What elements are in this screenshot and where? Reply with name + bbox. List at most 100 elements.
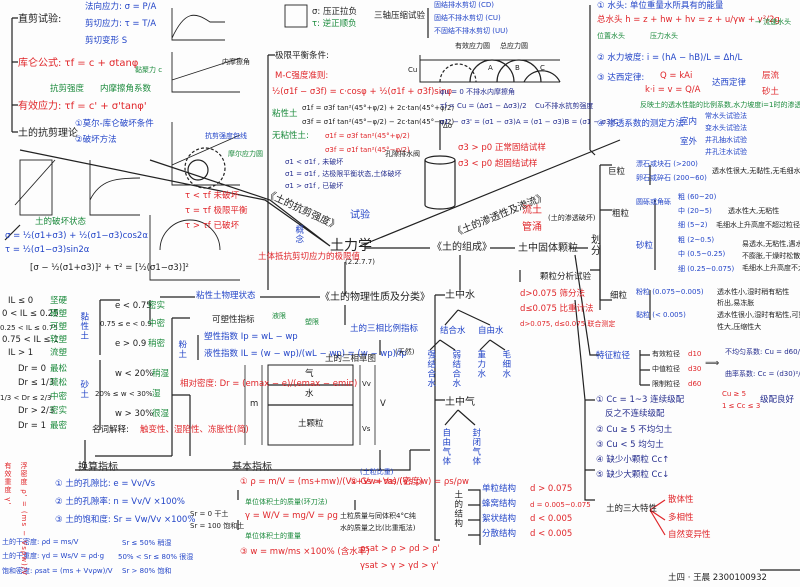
uniformity-coefficient: 不均匀系数: Cu = d60/d10 <box>725 348 800 356</box>
label-friction-coefficient: 内摩擦角系数 <box>100 84 152 94</box>
seepage-flow-soil: 流土 <box>522 205 542 216</box>
implies-arrow-icon: ⟹ <box>705 358 720 369</box>
plastic-limit-label: 塑限 <box>305 318 319 326</box>
giant-grain: 巨粒 <box>608 167 626 177</box>
central-code: (2.2.7.7) <box>345 258 375 266</box>
limit-equilibrium-label: 极限平衡条件: <box>275 51 329 61</box>
sr-very-wet: 50% < Sr ≤ 80% 很湿 <box>118 553 194 561</box>
coarse-grain: 粗粒 <box>612 209 630 219</box>
label-cohesion: 黏聚力 c <box>135 66 163 74</box>
free-air: 自由气体 <box>440 428 451 466</box>
limit-size-label: 限制粒径 <box>652 380 680 388</box>
structure-flocculent: 絮状结构 <box>482 514 517 524</box>
pressure-head: 压力水头 <box>650 32 678 40</box>
unit-weight-order: γsat > γ > γd > γ' <box>360 561 439 571</box>
sign-convention-sigma: σ: 压正拉负 <box>312 7 357 17</box>
phase-solid: 土颗粒 <box>298 419 324 429</box>
soil-air: 土中气 <box>445 397 475 408</box>
porosity: ② 土的孔隙率: n = Vv/V ×100% <box>55 497 185 507</box>
natural-note: (天然) <box>395 348 415 356</box>
topic-solid-particles: 土中固体颗粒 <box>518 243 578 254</box>
analysis-combined: d>0.075, d≤0.075 联合测定 <box>520 320 616 328</box>
cohesive-formula-2: σ3f = σ1f tan²(45°−φ/2) − 2c·tan(45°−φ/2… <box>302 118 455 126</box>
specific-gravity-desc-2: 水的质量之比(比重瓶法) <box>340 524 416 532</box>
condition-3: σ1 > σ1f , 已破坏 <box>285 182 344 190</box>
clay-desc-2: 性大,压缩性大 <box>717 323 762 331</box>
state-not-failed: τ < τf 未破坏 <box>185 191 239 201</box>
state-flow: 流塑 <box>50 348 68 358</box>
shear-definition: 土体抵抗剪切应力的极限值 <box>258 252 361 262</box>
characteristic-size: 特征粒径 <box>596 351 631 361</box>
shear-deformation: 剪切变形 S <box>85 36 128 46</box>
gravel: 圆砾或角砾 <box>636 198 671 206</box>
sand-desc-2: 不膨胀,干燥时松散 <box>742 252 800 260</box>
total-circle-label: 总应力圆 <box>500 42 528 50</box>
sand-grain: 砂粒 <box>636 241 654 251</box>
effective-stress-formula: 有效应力: τf = c' + σ'tanφ' <box>18 101 147 112</box>
circle-c: C <box>540 64 545 72</box>
basic-indices: 基本指标 <box>232 462 272 473</box>
sand-desc-3: 毛细水上升高度不大 <box>742 264 800 272</box>
grading-rule-1b: 反之不连续级配 <box>605 409 665 419</box>
method-constant-head: 常水头试验法 <box>705 112 747 120</box>
mc-formula: ½(σ1f − σ3f) = c·cosφ + ½(σ1f + σ3f)sinφ <box>272 87 453 97</box>
structure-honeycomb-d: d = 0.005~0.075 <box>530 501 591 509</box>
soil-structure: 土的结构 <box>452 490 463 528</box>
topic-physical-properties: 《土的物理性质及分类》 <box>320 292 430 303</box>
direct-shear-test: 直剪试验: <box>18 14 62 25</box>
d30: d30 <box>688 365 702 373</box>
phase-gas: 气 <box>305 369 314 379</box>
laminar-flow: 层流 <box>762 71 780 81</box>
e-dense: 密实 <box>148 301 166 311</box>
label-envelope: 抗剪强度包线 <box>205 132 247 140</box>
three-properties: 土的三大特性 <box>606 504 658 514</box>
shear-stress: 剪切应力: τ = T/A <box>85 19 157 29</box>
indoor-methods: 室内 <box>680 117 698 127</box>
il-range-2: 0 < IL ≤ 0.25 <box>2 309 59 319</box>
e-range-2: 0.75 ≤ e < 0.9 <box>100 320 152 328</box>
structure-single: 单粒结构 <box>482 484 517 494</box>
topic-composition: 《土的组成》 <box>432 242 492 253</box>
method-pumping: 井孔抽水试验 <box>705 136 747 144</box>
property-multiphase: 多相性 <box>668 513 694 523</box>
dr-range-5: Dr = 1 <box>18 421 46 431</box>
il-range-5: IL > 1 <box>8 348 34 358</box>
effective-size-label: 有效粒径 <box>652 350 680 358</box>
plasticity-indices: 可塑性指标 <box>212 315 255 325</box>
e-medium: 中密 <box>148 319 166 329</box>
w-slightly-wet: 稍湿 <box>152 369 170 379</box>
label-friction-angle: 内摩擦角 <box>222 58 250 66</box>
capillary-water: 毛细水 <box>500 350 511 379</box>
good-grading: 级配良好 <box>760 395 795 405</box>
density-loosest: 最松 <box>50 364 68 374</box>
condition-1: σ1 < σ1f , 未破坏 <box>285 158 344 166</box>
permeability-measure: ④ 渗透系数的测定方法 <box>597 119 684 129</box>
tau-f-cu: τf = Cu = (Δσ1 − Δσ3)/2 <box>440 102 527 110</box>
silt-desc-2: 析出,易冻胀 <box>717 299 755 307</box>
converted-indices: 换算指标 <box>78 462 118 473</box>
method-falling-head: 变水头试验法 <box>705 124 747 132</box>
silt-grain: 粉粒 (0.075~0.005) <box>636 288 704 296</box>
density-formula: ① ρ = m/V = (ms+mw)/(Vs+Vw+Va) (密度) <box>240 477 423 487</box>
fine-grain: 细粒 <box>610 291 628 301</box>
d10: d10 <box>688 350 702 358</box>
structure-dispersed-d: d < 0.005 <box>530 529 573 539</box>
effective-difference: σ1' − σ3' = (σ1 − σ3)A = (σ1 − σ3)B = (σ… <box>440 118 619 126</box>
sr-saturated-range: Sr > 80% 饱和 <box>122 567 172 575</box>
grading-rule-4: ④ 缺少小颗粒 Cc↑ <box>596 455 670 465</box>
weak-bound-water: 弱结合水 <box>450 350 461 388</box>
gravel-desc-2: 毛细水上升高度不超过粒径大小 <box>716 221 800 229</box>
density-densest: 最密 <box>50 421 68 431</box>
author-signature: 土四 · 王晨 2300100932 <box>668 573 767 583</box>
darcy-law-applies: 达西定律 <box>712 78 747 88</box>
dr-range-4: Dr > 2/3 <box>18 406 55 416</box>
structure-flocculent-d: d < 0.005 <box>530 514 573 524</box>
density-loose: 疏松 <box>50 378 68 388</box>
shear-test-branch: 试验 <box>350 210 370 221</box>
cohesionless-formula-1: σ1f = σ3f tan²(45°+φ/2) <box>325 132 410 140</box>
grading-rule-1: ① Cc = 1~3 连续级配 <box>596 395 685 405</box>
shear-theory: 土的抗剪理论 <box>18 128 78 139</box>
analysis-hydrometer: d≤0.075 比重计法 <box>520 304 594 314</box>
shear-concept-branch: 概念 <box>293 225 304 244</box>
